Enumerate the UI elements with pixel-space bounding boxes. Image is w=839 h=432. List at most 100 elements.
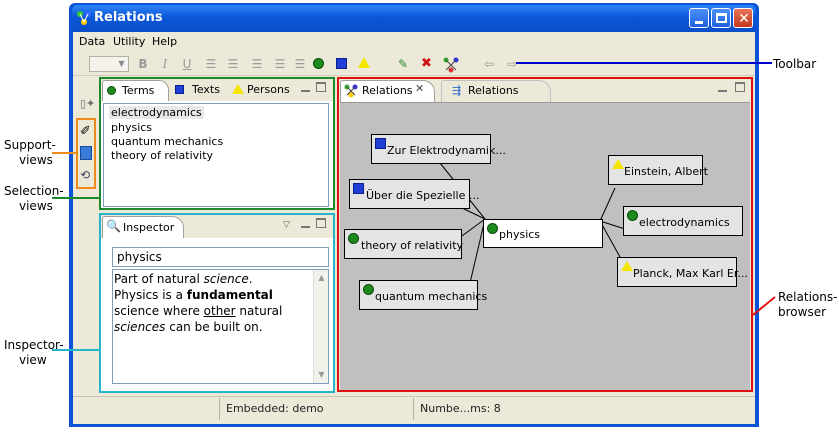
- menu-data[interactable]: Data: [79, 35, 106, 48]
- app-icon: [76, 10, 92, 26]
- list-item[interactable]: physics: [111, 121, 153, 134]
- inspector-title: Inspector: [123, 221, 175, 234]
- green-circle-icon: [107, 86, 116, 95]
- tab-terms[interactable]: Terms: [102, 80, 169, 101]
- menu-help[interactable]: Help: [152, 35, 178, 48]
- new-term-icon[interactable]: [313, 58, 324, 69]
- status-embedded: Embedded: demo: [226, 402, 324, 415]
- support-views-annotation-1: Support-: [4, 138, 56, 152]
- blue-square-icon: [375, 138, 386, 149]
- new-person-icon[interactable]: [358, 57, 370, 68]
- minimize-view-icon[interactable]: [301, 83, 310, 92]
- maximize-view-icon[interactable]: [316, 218, 326, 228]
- menu-utility[interactable]: Utility: [113, 35, 146, 48]
- relations-icon[interactable]: [443, 57, 459, 73]
- green-circle-icon: [487, 223, 498, 234]
- minimize-button[interactable]: [689, 8, 709, 28]
- green-circle-icon: [363, 284, 374, 295]
- outdent-icon[interactable]: ☰: [294, 57, 306, 71]
- font-size-combo[interactable]: ▼: [89, 56, 129, 72]
- bullet-list-icon[interactable]: ☰: [205, 57, 217, 71]
- support-view-add-icon[interactable]: ▯✦: [80, 97, 96, 110]
- tab-relations[interactable]: Relations ✕: [340, 80, 435, 102]
- new-text-icon[interactable]: [336, 58, 347, 69]
- inspector-view-annotation-2: view: [19, 353, 47, 367]
- title-bar[interactable]: [72, 5, 756, 32]
- inspector-name-field[interactable]: physics: [112, 247, 329, 267]
- numbered-list-icon[interactable]: ☰: [227, 57, 239, 71]
- toolbar-annotation: Toolbar: [773, 57, 817, 71]
- italic-icon[interactable]: I: [162, 57, 168, 71]
- tab-texts[interactable]: Texts: [171, 80, 229, 101]
- list-item[interactable]: quantum mechanics: [111, 135, 224, 148]
- close-tab-icon[interactable]: ✕: [415, 82, 425, 95]
- green-circle-icon: [627, 210, 638, 221]
- pen-icon[interactable]: ✐: [80, 124, 91, 139]
- inspector-line-4: sciences can be built on.: [114, 320, 263, 334]
- inspector-text-area[interactable]: Part of natural science. Physics is a fu…: [112, 269, 329, 384]
- scroll-up-icon[interactable]: ▲: [318, 273, 325, 282]
- yellow-triangle-icon: [621, 261, 633, 271]
- chevron-down-icon: ▼: [118, 59, 125, 68]
- finder-icon: ⇶: [452, 84, 462, 97]
- relations-graph-canvas[interactable]: Zur Elektrodynamik... Über die Spezielle…: [340, 102, 750, 390]
- graph-node[interactable]: Planck, Max Karl Er...: [617, 257, 748, 287]
- minimize-view-icon[interactable]: [718, 83, 727, 92]
- inspector-line-2: Physics is a fundamental: [114, 288, 273, 302]
- status-divider: [413, 398, 414, 420]
- bold-icon[interactable]: B: [138, 57, 148, 71]
- close-icon: ✕: [738, 11, 750, 27]
- terms-list[interactable]: electrodynamics physics quantum mechanic…: [103, 103, 329, 207]
- view-menu-icon[interactable]: ▽: [283, 220, 290, 230]
- tab-inspector[interactable]: 🔍 Inspector: [102, 216, 184, 238]
- graph-node[interactable]: Über die Spezielle ...: [349, 179, 479, 209]
- edit-icon[interactable]: ✎: [398, 57, 409, 71]
- selection-views-annotation-2: views: [19, 199, 53, 213]
- tab-texts-label: Texts: [192, 83, 220, 96]
- tab-terms-label: Terms: [122, 84, 155, 97]
- graph-node[interactable]: quantum mechanics: [359, 280, 487, 310]
- support-views-highlight: [76, 118, 96, 189]
- maximize-view-icon[interactable]: [316, 82, 326, 92]
- graph-node[interactable]: theory of relativity: [344, 229, 463, 259]
- graph-node[interactable]: electrodynamics: [623, 206, 743, 236]
- tab-relations-label: Relations: [362, 84, 413, 97]
- inspector-view-annotation-1: Inspector-: [4, 338, 64, 352]
- window-title: Relations: [94, 10, 163, 25]
- support-views-annotation-2: views: [19, 153, 53, 167]
- forward-arrow-icon[interactable]: ⇨: [506, 57, 518, 71]
- yellow-triangle-icon: [612, 159, 624, 169]
- graph-center-node[interactable]: physics: [483, 219, 603, 248]
- delete-icon[interactable]: ✖: [421, 56, 432, 71]
- inspector-line-1: Part of natural science.: [114, 272, 253, 286]
- yellow-triangle-icon: [232, 84, 244, 94]
- graph-node[interactable]: Zur Elektrodynamik...: [371, 134, 506, 164]
- relations-browser-annotation-1: Relations-: [778, 290, 838, 304]
- list-item[interactable]: electrodynamics: [109, 106, 204, 119]
- relations-tab-icon: [344, 84, 358, 98]
- maximize-view-icon[interactable]: [735, 82, 745, 92]
- scroll-down-icon[interactable]: ▼: [318, 370, 325, 379]
- tab-persons[interactable]: Persons: [230, 80, 295, 101]
- green-circle-icon: [348, 233, 359, 244]
- inspector-scrollbar[interactable]: ▲ ▼: [313, 270, 328, 383]
- graph-node[interactable]: Einstein, Albert: [608, 155, 708, 185]
- tab-persons-label: Persons: [247, 83, 290, 96]
- book-icon[interactable]: [80, 146, 92, 160]
- list-item[interactable]: theory of relativity: [111, 149, 214, 162]
- minimize-view-icon[interactable]: [301, 219, 310, 228]
- status-divider: [219, 398, 220, 420]
- relations-browser-annotation-2: browser: [778, 305, 827, 319]
- inspector-line-3: science where other natural: [114, 304, 283, 318]
- close-button[interactable]: ✕: [733, 8, 753, 28]
- status-bar: [73, 396, 755, 424]
- maximize-button[interactable]: [711, 8, 731, 28]
- history-icon[interactable]: ⟲: [80, 168, 91, 182]
- status-count: Numbe...ms: 8: [420, 402, 501, 415]
- indent-icon[interactable]: ☰: [274, 57, 286, 71]
- underline-icon[interactable]: U: [182, 57, 192, 71]
- sort-list-icon[interactable]: ☰: [251, 57, 263, 71]
- back-arrow-icon[interactable]: ⇦: [483, 57, 495, 71]
- selection-views-annotation-1: Selection-: [4, 184, 64, 198]
